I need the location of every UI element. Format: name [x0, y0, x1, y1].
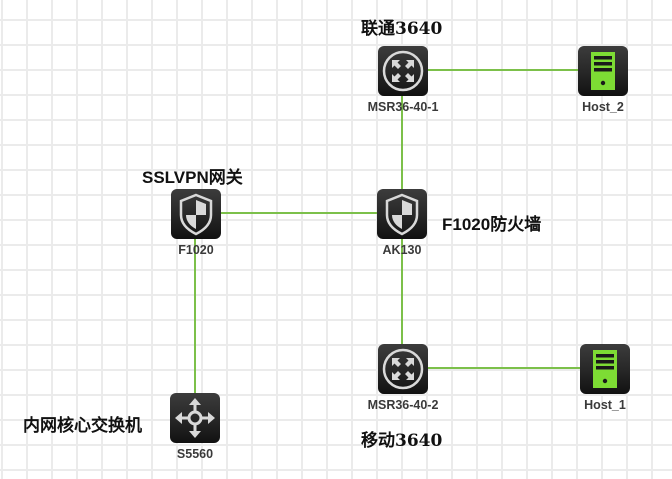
device-label: AK130 [382, 243, 422, 257]
device-label: Host_1 [584, 398, 626, 412]
device-ak130[interactable]: AK130 [377, 189, 427, 257]
firewall-shield-icon [377, 189, 427, 239]
device-label: MSR36-40-2 [367, 398, 439, 412]
device-msr36-40-1[interactable]: MSR36-40-1 [368, 46, 438, 114]
server-icon [578, 46, 628, 96]
device-label: MSR36-40-1 [367, 100, 439, 114]
annotation-sslvpn-gateway: SSLVPN网关 [142, 168, 243, 187]
device-host-1[interactable]: Host_1 [580, 344, 630, 412]
device-f1020[interactable]: F1020 [171, 189, 221, 257]
device-label: F1020 [178, 243, 214, 257]
device-host-2[interactable]: Host_2 [578, 46, 628, 114]
annotation-f1020-firewall: F1020防火墙 [442, 215, 542, 234]
device-label: Host_2 [582, 100, 624, 114]
device-msr36-40-2[interactable]: MSR36-40-2 [368, 344, 438, 412]
router-icon [378, 46, 428, 96]
switch-icon [170, 393, 220, 443]
annotation-core-switch: 内网核心交换机 [23, 416, 142, 436]
router-icon [378, 344, 428, 394]
annotation-unicom-3640: 联通3640 [361, 19, 443, 39]
server-icon [580, 344, 630, 394]
firewall-shield-icon [171, 189, 221, 239]
device-label: S5560 [176, 447, 214, 461]
device-s5560[interactable]: S5560 [170, 393, 220, 461]
annotation-mobile-3640: 移动3640 [361, 431, 443, 451]
